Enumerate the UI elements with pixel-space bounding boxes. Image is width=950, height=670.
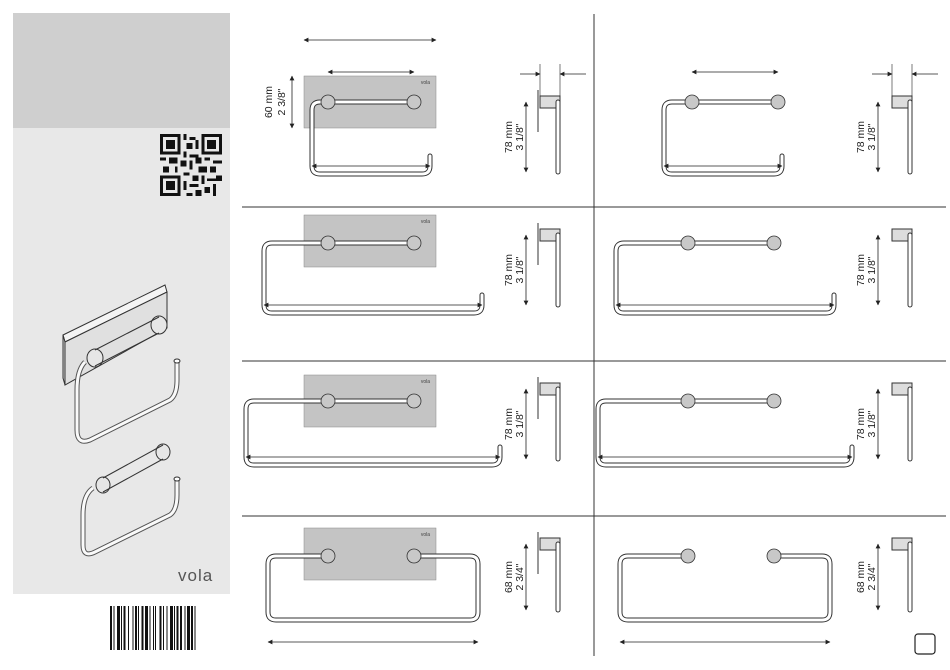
depth-imperial-label: 2 3/4"	[866, 563, 878, 590]
mounting-knob	[685, 95, 699, 109]
mounting-knob	[407, 236, 421, 250]
depth-imperial-label: 3 1/8"	[514, 410, 526, 437]
mounting-knob	[321, 236, 335, 250]
mounting-knob	[681, 549, 695, 563]
depth-imperial-label: 2 3/4"	[514, 563, 526, 590]
plate-height-metric: 60 mm	[263, 86, 275, 118]
mounting-knob	[767, 549, 781, 563]
plate-brand-mark: vola	[421, 379, 430, 385]
mounting-knob	[407, 95, 421, 109]
holder-rod-outline	[598, 401, 852, 465]
mounting-knob	[771, 95, 785, 109]
holder-rod-outline	[616, 243, 834, 313]
depth-imperial-label: 3 1/8"	[866, 256, 878, 283]
depth-imperial-label: 3 1/8"	[514, 256, 526, 283]
mounting-knob	[681, 236, 695, 250]
plate-height-imperial: 2 3/8"	[276, 88, 288, 115]
mounting-knob	[407, 549, 421, 563]
holder-rod	[598, 401, 852, 465]
mounting-knob	[767, 394, 781, 408]
depth-imperial-label: 3 1/8"	[514, 123, 526, 150]
holder-rod-outline	[620, 556, 830, 620]
holder-rod	[664, 102, 782, 174]
mounting-knob	[767, 236, 781, 250]
page-corner-icon	[915, 634, 935, 654]
holder-rod	[620, 556, 830, 620]
mounting-knob	[321, 549, 335, 563]
holder-rod-outline	[664, 102, 782, 174]
plate-brand-mark: vola	[421, 80, 430, 86]
mounting-knob	[681, 394, 695, 408]
mounting-knob	[321, 394, 335, 408]
depth-imperial-label: 3 1/8"	[866, 123, 878, 150]
plate-brand-mark: vola	[421, 219, 430, 225]
mounting-knob	[321, 95, 335, 109]
plate-brand-mark: vola	[421, 532, 430, 538]
mounting-knob	[407, 394, 421, 408]
depth-imperial-label: 3 1/8"	[866, 410, 878, 437]
holder-rod	[616, 243, 834, 313]
